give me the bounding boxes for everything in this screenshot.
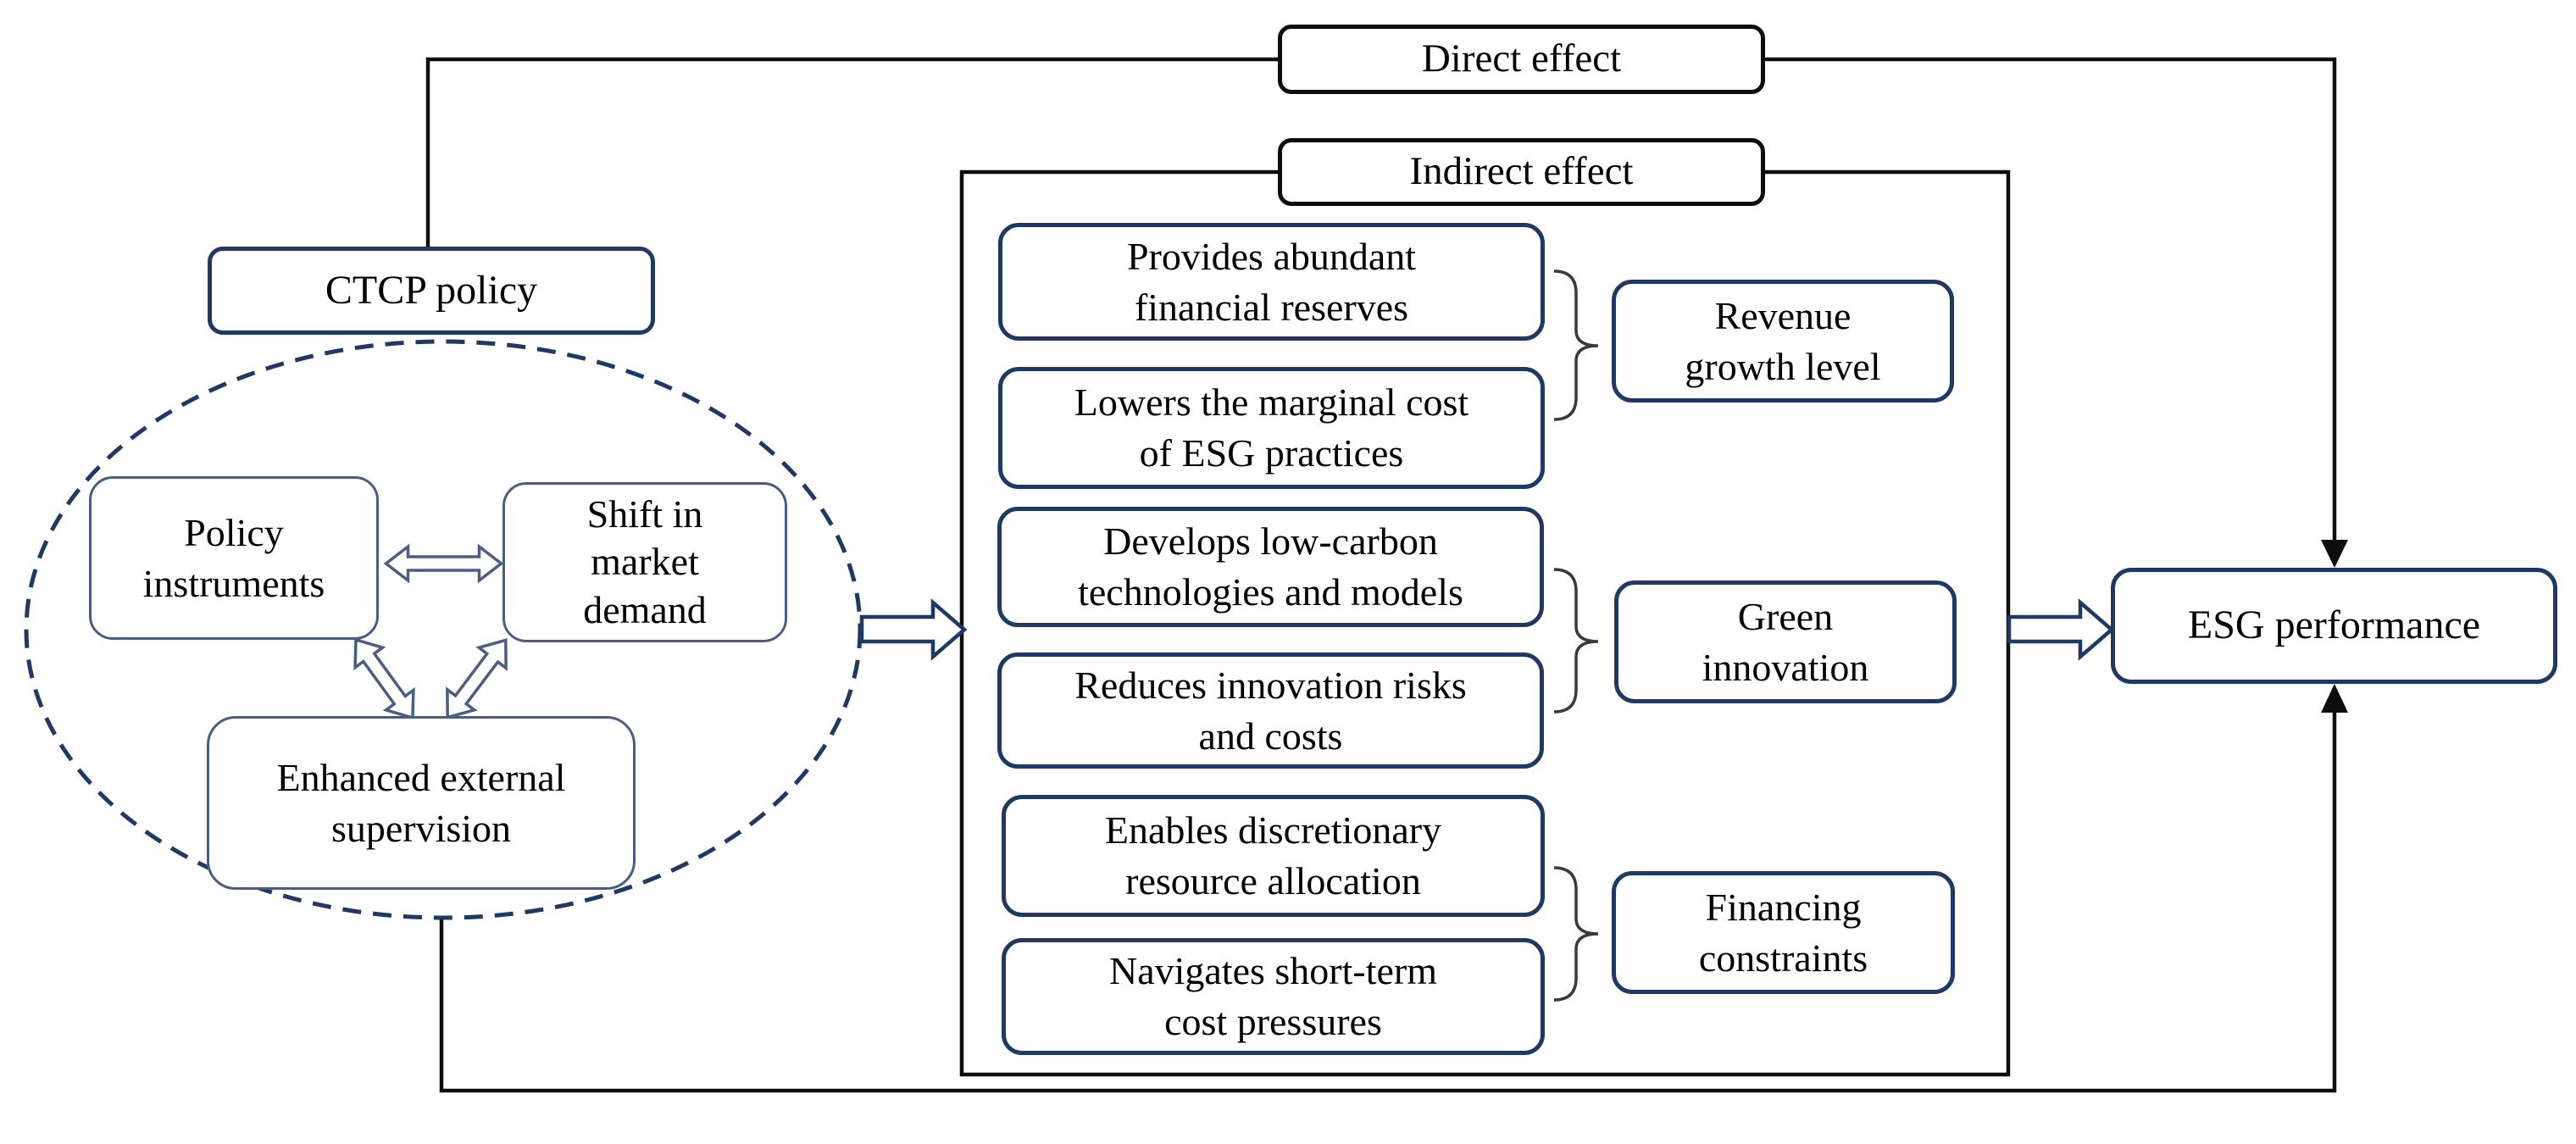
indirect-bottom-line bbox=[439, 712, 2337, 1093]
mediator-green-innovation-box: Green innovation bbox=[1614, 580, 1957, 703]
mechanism-low-carbon-box: Develops low-carbon technologies and mod… bbox=[997, 507, 1544, 627]
mechanism-innovation-risks-box: Reduces innovation risks and costs bbox=[997, 653, 1544, 769]
ellipse-to-container-arrow-icon bbox=[859, 598, 968, 661]
bracket-financing-icon bbox=[1553, 866, 1599, 1002]
mechanism-financial-reserves-box: Provides abundant financial reserves bbox=[998, 223, 1545, 341]
external-supervision-box: Enhanced external supervision bbox=[207, 716, 636, 890]
policy-instruments-box: Policy instruments bbox=[89, 476, 379, 640]
arrowhead-up-icon bbox=[2321, 684, 2348, 713]
indirect-effect-label: Indirect effect bbox=[1278, 138, 1765, 206]
ctcp-policy-box: CTCP policy bbox=[208, 247, 655, 335]
arrowhead-down-icon bbox=[2321, 540, 2348, 568]
double-arrow-diagonal-right-icon bbox=[446, 638, 508, 719]
mechanism-cost-pressures-box: Navigates short-term cost pressures bbox=[1002, 938, 1545, 1055]
mediator-financing-constraints-box: Financing constraints bbox=[1612, 871, 1955, 994]
bracket-green-icon bbox=[1553, 568, 1599, 714]
mechanism-resource-allocation-box: Enables discretionary resource allocatio… bbox=[1002, 795, 1545, 917]
esg-performance-box: ESG performance bbox=[2111, 568, 2557, 684]
mediator-revenue-growth-box: Revenue growth level bbox=[1612, 280, 1954, 403]
container-to-esg-arrow-icon bbox=[2007, 598, 2115, 661]
mechanism-marginal-cost-box: Lowers the marginal cost of ESG practice… bbox=[998, 367, 1545, 489]
double-arrow-horizontal-icon bbox=[383, 543, 504, 584]
double-arrow-diagonal-left-icon bbox=[353, 637, 415, 720]
market-demand-box: Shift in market demand bbox=[502, 482, 787, 642]
direct-effect-label: Direct effect bbox=[1278, 25, 1765, 94]
bracket-revenue-icon bbox=[1553, 269, 1599, 421]
